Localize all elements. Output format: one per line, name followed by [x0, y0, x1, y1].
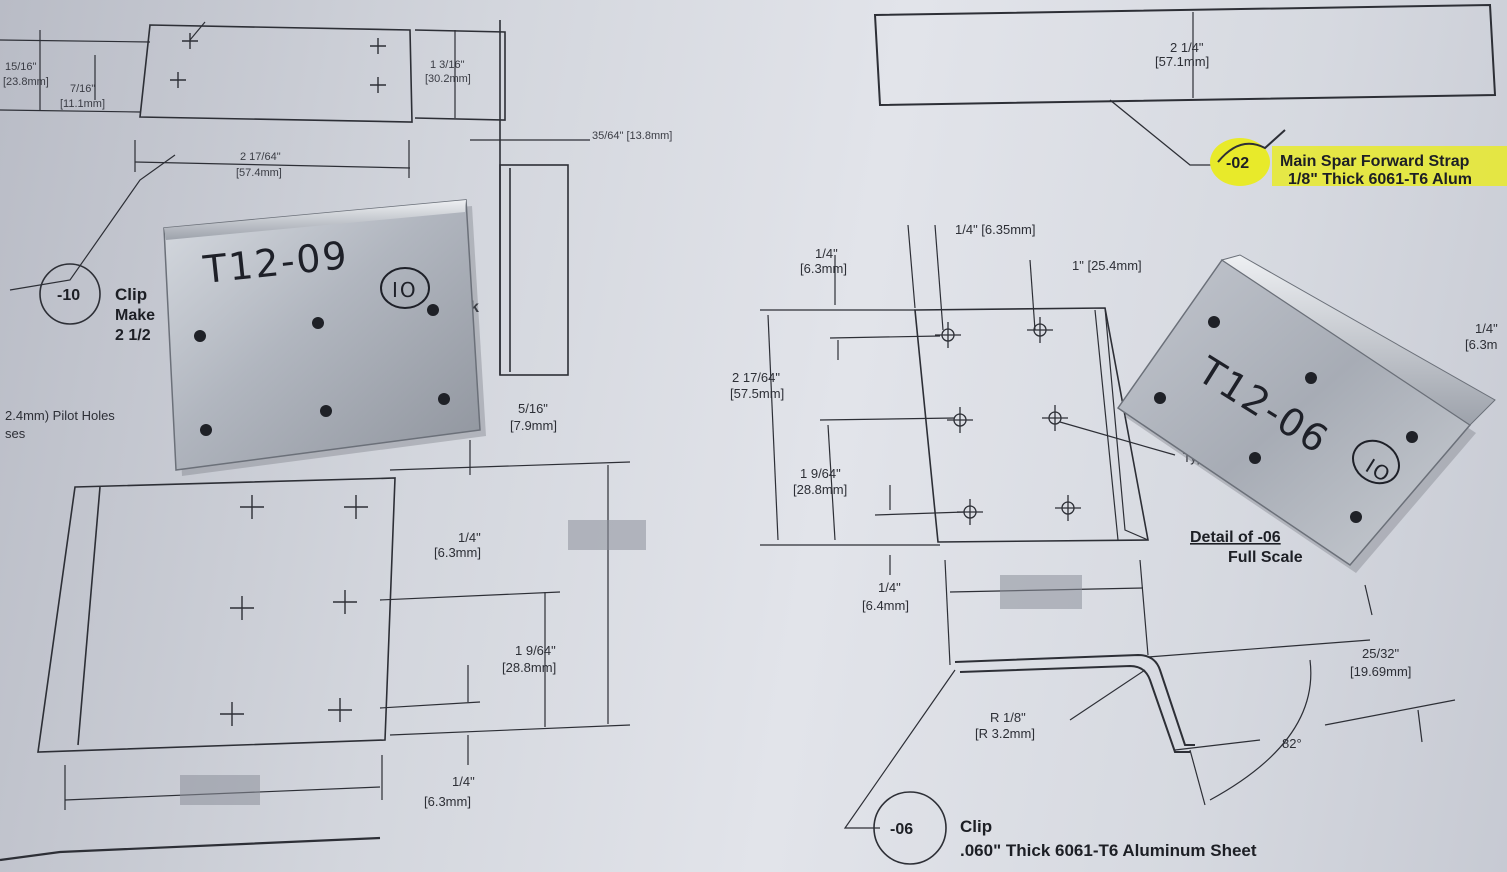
dim-5-16: 5/16"	[518, 401, 548, 416]
callout-10-line3: 2 1/2	[115, 327, 151, 344]
inspection-stamp-t12-09: IO	[392, 278, 418, 302]
dim-1-9-64-b-mm: [28.8mm]	[793, 482, 847, 497]
callout-06-title: Clip	[960, 817, 992, 836]
dim-1-9-64-a: 1 9/64"	[515, 643, 556, 658]
dim-2-14-mm: [57.1mm]	[1155, 54, 1209, 69]
drilled-holes	[194, 304, 450, 436]
clip-06-holes	[935, 317, 1081, 525]
callout-02-material: 1/8" Thick 6061-T6 Alum	[1288, 171, 1472, 188]
dim-1-4-b: 1/4"	[452, 774, 475, 789]
clip-06-profile	[843, 584, 1456, 829]
clip-10-drawing	[0, 20, 590, 376]
obscured-dimension	[180, 775, 260, 805]
callout-10: -10 Clip Make 2 1/2 k	[39, 263, 479, 344]
callout-02: -02 Main Spar Forward Strap 1/8" Thick 6…	[1210, 129, 1507, 188]
dim-1-9-64-b: 1 9/64"	[800, 466, 841, 481]
callout-10-number: -10	[57, 287, 80, 304]
callout-10-line2: Make	[115, 307, 155, 324]
note-pilot-holes: 2.4mm) Pilot Holes	[5, 408, 115, 423]
dim-35-64: 35/64" [13.8mm]	[592, 130, 672, 142]
dim-2-17-64-mm: [57.5mm]	[730, 386, 784, 401]
metal-part-t12-06: T12-06 IO	[1116, 254, 1496, 573]
dim-1-4-far-mm: [6.3m	[1465, 337, 1498, 352]
dim-15-16: 15/16"	[5, 61, 37, 73]
lower-left-plate-drawing	[0, 440, 631, 862]
highlight-mark	[1210, 138, 1270, 186]
dim-82-deg: 82°	[1282, 736, 1302, 751]
dim-1-3-16-mm: [30.2mm]	[425, 73, 471, 85]
note-holes-fragment: ses	[5, 426, 26, 441]
dim-1-4-c: 1/4"	[815, 246, 838, 261]
dim-25-32: 25/32"	[1362, 646, 1400, 661]
clip-10-holes	[170, 33, 386, 93]
lower-left-plate-holes	[220, 495, 368, 726]
dim-15-16-mm: [23.8mm]	[3, 76, 49, 88]
dim-r-1-8: R 1/8"	[990, 710, 1026, 725]
callout-06-number: -06	[890, 821, 913, 838]
obscured-dimension	[1000, 575, 1082, 609]
dim-1-4-b-mm: [6.3mm]	[424, 794, 471, 809]
dim-2-17-64: 2 17/64"	[732, 370, 780, 385]
drilled-holes	[1154, 316, 1418, 523]
dim-2-17-64-top: 2 17/64"	[240, 151, 281, 163]
dim-2-14: 2 1/4"	[1170, 40, 1204, 55]
dim-1-4-right: 1/4" [6.35mm]	[955, 222, 1035, 237]
callout-06-material: .060" Thick 6061-T6 Aluminum Sheet	[960, 841, 1257, 860]
dim-1-4-far: 1/4"	[1475, 321, 1498, 336]
dim-1-9-64-a-mm: [28.8mm]	[502, 660, 556, 675]
inspection-stamp-circle	[380, 267, 430, 309]
main-spar-strap-drawing	[873, 3, 1497, 166]
check-mark-icon	[1217, 129, 1286, 163]
dim-1-3-16: 1 3/16"	[430, 59, 465, 71]
inspection-stamp-circle	[1352, 439, 1400, 485]
callout-06: -06 Clip .060" Thick 6061-T6 Aluminum Sh…	[873, 791, 1257, 865]
dim-1-4-a: 1/4"	[458, 530, 481, 545]
highlight-band	[1272, 146, 1507, 186]
detail-scale: Full Scale	[1228, 549, 1303, 566]
dim-1-4-d-mm: [6.4mm]	[862, 598, 909, 613]
callout-10-title: Clip	[115, 285, 147, 304]
obscured-dimension	[568, 520, 646, 550]
dim-1-4-d: 1/4"	[878, 580, 901, 595]
dim-7-16-mm: [11.1mm]	[60, 98, 105, 110]
detail-title: Detail of -06	[1190, 529, 1281, 546]
dim-2-17-64-top-mm: [57.4mm]	[236, 167, 282, 179]
dim-1-4-c-mm: [6.3mm]	[800, 261, 847, 276]
callout-02-title: Main Spar Forward Strap	[1280, 153, 1470, 170]
note-edge-k: k	[470, 299, 479, 316]
dim-25-32-mm: [19.69mm]	[1350, 664, 1411, 679]
clip-06-drawing	[760, 224, 1176, 666]
metal-part-t12-09: T12-09 IO	[163, 199, 486, 476]
dim-7-16: 7/16"	[70, 83, 95, 95]
dim-1-4-a-mm: [6.3mm]	[434, 545, 481, 560]
callout-02-number: -02	[1226, 155, 1249, 172]
dim-r-1-8-mm: [R 3.2mm]	[975, 726, 1035, 741]
dim-1in: 1" [25.4mm]	[1072, 258, 1142, 273]
dim-5-16-mm: [7.9mm]	[510, 418, 557, 433]
